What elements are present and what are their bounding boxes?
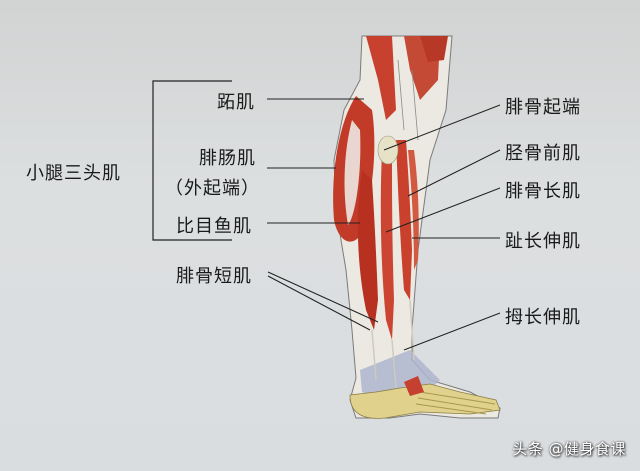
label-extensor-digitorum-longus: 趾长伸肌 (505, 231, 581, 252)
watermark: 头条 @健身食课 (512, 440, 626, 458)
label-triceps-surae: 小腿三头肌 (26, 163, 121, 184)
label-tibialis-anterior: 胫骨前肌 (505, 143, 581, 164)
label-fibula-origin: 腓骨起端 (505, 97, 581, 118)
label-plantaris: 跖肌 (217, 92, 255, 113)
label-extensor-hallucis-longus: 拇长伸肌 (505, 307, 581, 328)
bracket (152, 80, 232, 241)
label-gastrocnemius-lateral-origin: （外起端） (165, 178, 260, 199)
label-soleus: 比目鱼肌 (176, 216, 252, 237)
label-peroneus-brevis: 腓骨短肌 (176, 266, 252, 287)
label-peroneus-longus: 腓骨长肌 (505, 181, 581, 202)
label-gastrocnemius: 腓肠肌 (199, 148, 256, 169)
